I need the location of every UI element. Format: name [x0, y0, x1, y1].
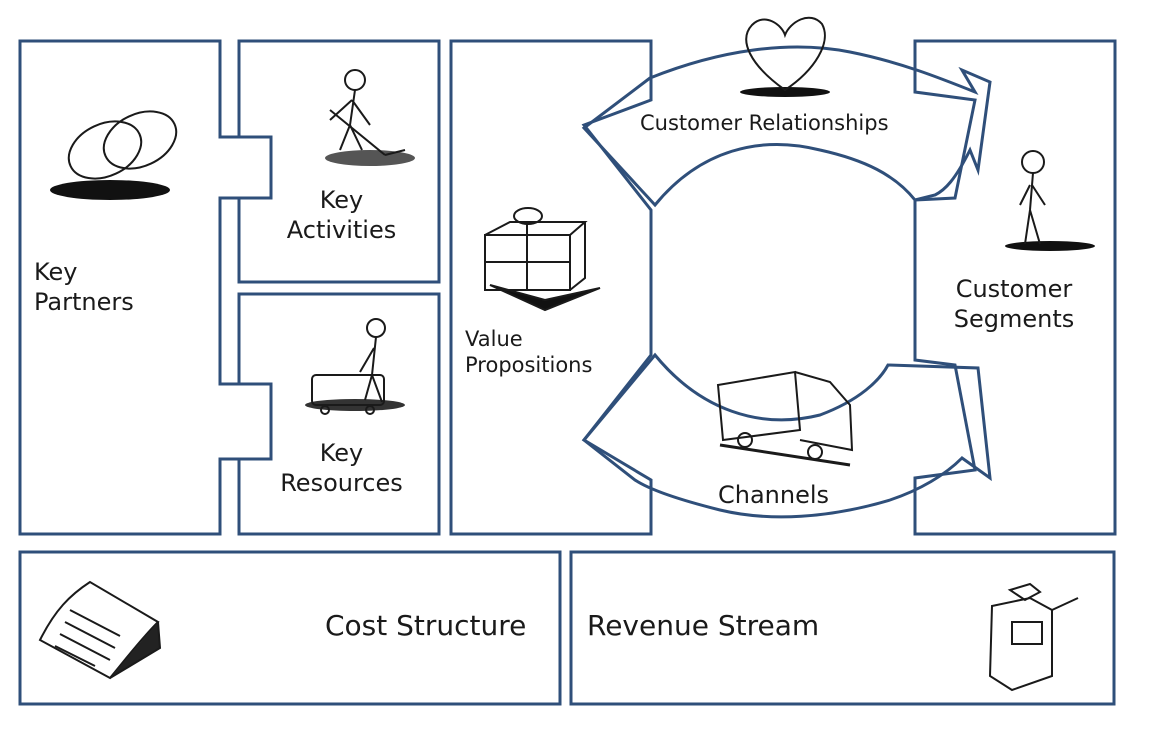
revenue-stream-block: [569, 550, 1116, 706]
value-propositions-label: Value Propositions: [465, 326, 592, 379]
customer-segments-line-1: Customer: [955, 275, 1073, 303]
linked-rings-icon: [50, 110, 178, 200]
value-propositions-line-2: Propositions: [465, 353, 593, 378]
gift-box-icon: [484, 207, 601, 312]
key-resources-label: Key Resources: [270, 438, 413, 498]
key-activities-block: [237, 39, 441, 284]
customer-relationships-label: Customer Relationships: [640, 111, 889, 135]
customer-segments-label: Customer Segments: [936, 274, 1092, 334]
key-partners-block: [18, 39, 273, 536]
key-partners-label: Key Partners: [34, 257, 134, 317]
key-resources-block: [237, 292, 441, 536]
heart-icon: [740, 16, 830, 97]
key-partners-line-2: Partners: [34, 288, 134, 316]
value-propositions-line-1: Value: [465, 327, 523, 351]
customer-segments-block: [913, 39, 1117, 536]
channels-label: Channels: [718, 481, 830, 509]
standing-person-icon: [1005, 150, 1095, 251]
cost-structure-label: Cost Structure: [325, 609, 527, 642]
key-activities-line-1: Key: [319, 186, 364, 214]
cash-register-icon: [988, 582, 1079, 692]
value-propositions-block: [449, 39, 653, 536]
key-activities-line-2: Activities: [286, 216, 397, 244]
key-partners-line-1: Key: [34, 258, 78, 286]
key-resources-line-2: Resources: [280, 469, 403, 497]
key-activities-label: Key Activities: [274, 185, 409, 245]
revenue-stream-label: Revenue Stream: [587, 609, 820, 642]
person-shoveling-icon: [325, 69, 415, 166]
customer-segments-line-2: Segments: [953, 305, 1075, 333]
key-resources-line-1: Key: [319, 439, 364, 467]
cost-structure-block: [18, 550, 562, 706]
person-with-cart-icon: [305, 318, 405, 415]
delivery-truck-icon: [716, 370, 854, 467]
paper-document-icon: [38, 580, 162, 680]
